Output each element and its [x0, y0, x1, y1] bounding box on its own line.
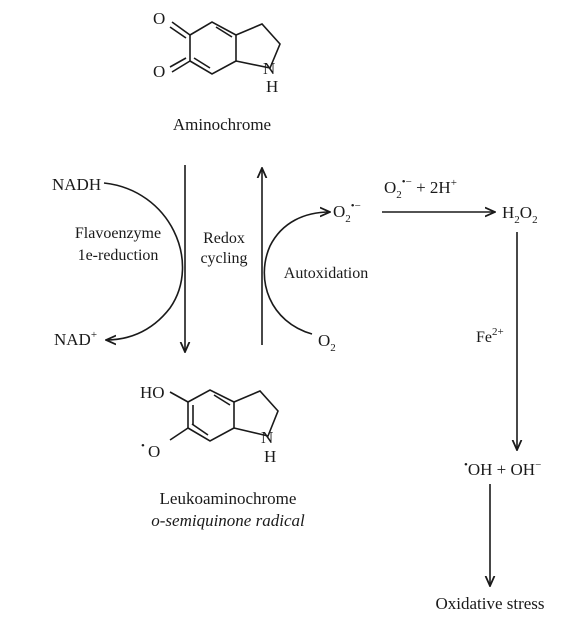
aminochrome-name: Aminochrome: [173, 115, 271, 134]
aminochrome-co-bond-1: [171, 21, 191, 36]
aminochrome-structure: O O N H: [153, 9, 281, 96]
leuko-oh-bond: [169, 391, 189, 403]
nad-plus-label: NAD+: [54, 329, 97, 349]
nadh-label: NADH: [52, 175, 101, 194]
aminochrome-double-bond-a: [215, 26, 233, 38]
leuko-name-line2: o-semiquinone radical: [151, 511, 305, 530]
o2-label: O2: [318, 331, 336, 354]
aminochrome-ring-six: [189, 21, 237, 75]
flavoenzyme-label: Flavoenzyme: [75, 225, 161, 242]
cycling-label: cycling: [200, 250, 247, 267]
h2o2-label: H2O2: [502, 203, 538, 226]
aminochrome-o1: O: [153, 9, 165, 28]
superoxide-label: O2•−: [333, 200, 361, 225]
leuko-double-bond-a: [213, 394, 231, 406]
aminochrome-ring-five: [235, 23, 281, 69]
o2-to-superoxide-arrow: [263, 212, 330, 335]
aminochrome-o2: O: [153, 62, 165, 81]
leuko-n: N: [261, 428, 273, 447]
redox-label: Redox: [203, 230, 245, 247]
leuko-o: O: [148, 442, 160, 461]
leuko-ho: HO: [140, 383, 165, 402]
dismutation-label: O2•− + 2H+: [384, 176, 457, 201]
oxidative-stress-label: Oxidative stress: [435, 594, 544, 613]
aminochrome-co-bond-2b: [169, 57, 187, 68]
leuko-radical-dot: •: [141, 440, 145, 452]
leuko-ring-six: [187, 389, 235, 442]
leuko-ring-five: [233, 390, 279, 437]
aminochrome-n: N: [263, 59, 275, 78]
fe-label: Fe2+: [476, 326, 504, 346]
leuko-o-bond: [169, 427, 189, 441]
hydroxyl-label: •OH + OH−: [464, 459, 541, 479]
aminochrome-h: H: [266, 77, 278, 96]
leuko-h: H: [264, 447, 276, 466]
autoxidation-label: Autoxidation: [284, 265, 368, 282]
nadh-to-nad-arrow: [103, 182, 184, 340]
leukoaminochrome-structure: HO • O N H: [140, 383, 279, 466]
one-e-reduction-label: 1e-reduction: [78, 247, 159, 264]
aminochrome-co-bond-2: [171, 60, 191, 73]
leuko-name-line1: Leukoaminochrome: [160, 489, 297, 508]
leuko-double-bond-b: [191, 423, 209, 436]
aminochrome-double-bond-b: [193, 57, 211, 69]
aminochrome-co-bond-1b: [169, 26, 187, 39]
